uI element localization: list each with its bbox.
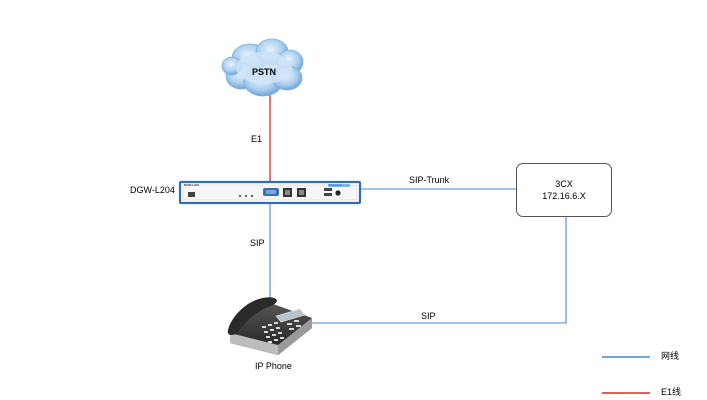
gateway-device-icon: [178, 180, 362, 205]
ip-phone-icon: [227, 297, 312, 355]
sip-trunk-label: SIP-Trunk: [409, 175, 450, 185]
gateway-label: DGW-L204: [130, 185, 175, 195]
3cx-server-box: 3CX 172.16.6.X: [516, 163, 612, 217]
legend-network-cable-label: 网线: [661, 351, 680, 361]
3cx-server-name: 3CX: [555, 179, 573, 189]
pstn-cloud-icon: [221, 38, 304, 97]
gateway-brand-text: Flexsens: [329, 183, 342, 187]
e1-link-label: E1: [251, 134, 263, 144]
pstn-label: PSTN: [252, 67, 277, 77]
gateway-model-text: DGW-L204: [184, 183, 200, 187]
phone-3cx-link-line: [302, 217, 567, 324]
gateway-phone-sip-label: SIP: [250, 238, 265, 248]
ip-phone-label: IP Phone: [255, 361, 292, 371]
legend-e1-cable-label: E1线: [661, 387, 682, 397]
3cx-server-ip: 172.16.6.X: [542, 191, 586, 201]
phone-3cx-sip-label: SIP: [421, 311, 436, 321]
